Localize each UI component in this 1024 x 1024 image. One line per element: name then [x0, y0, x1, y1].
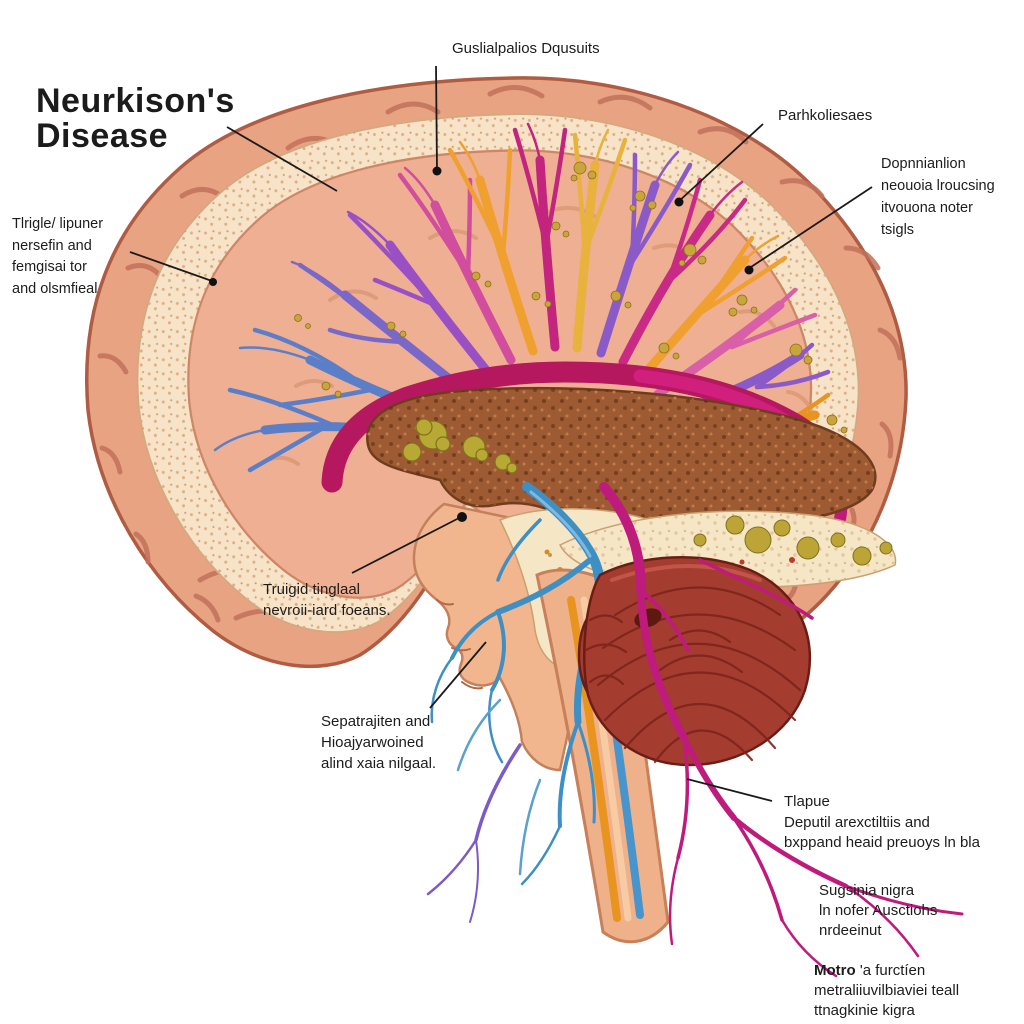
deposit-cluster-right — [693, 515, 893, 566]
cerebellum-highlight — [610, 564, 762, 582]
label-deposits: Guslialpalios Dqusuits — [452, 40, 600, 57]
magenta-fiber-network — [599, 482, 964, 978]
leader-dots — [209, 166, 754, 522]
leader-title — [226, 126, 338, 192]
diagram-title: Neurkison's Disease — [36, 84, 235, 154]
leader-plaque — [686, 778, 773, 802]
label-septum: Sepatrajiten and Hioajyarwoined alind xa… — [321, 713, 437, 772]
fiber-orange-1 — [447, 140, 538, 356]
leader-tremor — [129, 251, 213, 282]
right-cream-band — [558, 510, 897, 589]
fiber-magenta-1 — [618, 177, 748, 367]
leader-rigid — [351, 516, 462, 574]
title-line-2: Disease — [36, 117, 169, 155]
label-degeneration: Dopnnianlion neouoia lroucsing itvouona … — [881, 156, 995, 238]
label-rigid: Truigid tinglaal nevroii-iard foeans. — [263, 581, 391, 619]
leader-septum — [429, 641, 487, 709]
purple-twigs — [426, 743, 542, 923]
fiber-purple — [346, 210, 495, 380]
lewy-bodies-in-mass — [402, 418, 518, 474]
label-tremor: Tlrigle/ lipuner nersefin and femgisai t… — [12, 216, 104, 297]
leader-parkolies — [677, 123, 764, 203]
leader-degeneration — [747, 186, 873, 270]
label-plaque: Tlapue Deputil arexctiltiis and bxppand … — [784, 793, 980, 851]
label-motor: Motro 'a furctíen metraliiuvilbiaviei te… — [814, 962, 960, 1019]
label-parkolies: Parhkoliesaes — [778, 107, 873, 124]
cerebellum-folia-lines — [584, 586, 802, 764]
title-line-1: Neurkison's — [36, 82, 235, 120]
fiber-gold — [572, 128, 628, 353]
cord-orange-tract — [567, 596, 621, 922]
cerebellum — [577, 556, 812, 767]
leader-lines — [129, 65, 873, 802]
basal-ganglia-mass — [366, 386, 877, 534]
red-specks-right — [739, 557, 795, 565]
leader-deposits — [435, 65, 438, 171]
fiber-orange-2 — [637, 234, 788, 382]
label-substantia-nigra: Sugsinia nigra ln nofer Ausctiohs nrdeei… — [819, 882, 938, 939]
brainstem-spinal-cord — [535, 568, 670, 944]
face-feature-lines — [436, 599, 483, 690]
fiber-crimson — [512, 122, 568, 352]
